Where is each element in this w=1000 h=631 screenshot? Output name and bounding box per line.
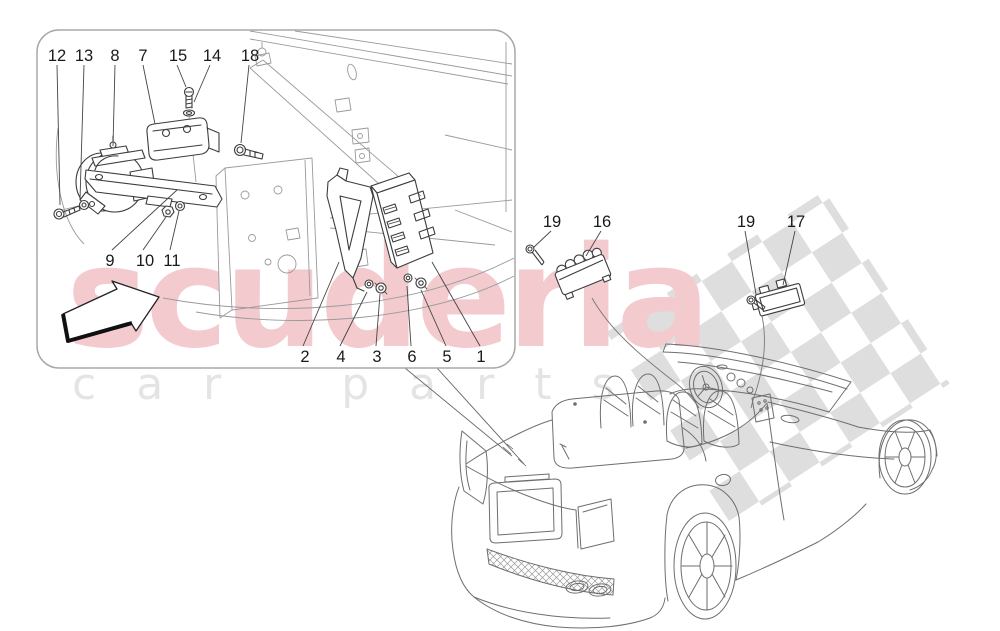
callout-8: 8 [110,47,119,65]
callout-13: 13 [75,47,93,65]
callout-4: 4 [336,348,345,366]
license-plate-recess [488,478,563,544]
bolt-19b [746,295,766,311]
direction-arrow [61,280,160,343]
callout-19a: 19 [543,213,561,231]
triangular-bracket-drawing [326,167,374,292]
callout-9: 9 [105,252,114,270]
callout-10: 10 [136,252,154,270]
module-callout-leaders [532,230,796,295]
control-unit-17-drawing [746,278,806,317]
callout-15: 15 [169,47,187,65]
bolt-18-drawing [233,143,264,160]
mounting-plate-drawing [84,169,223,208]
screw-12-washer-13-drawing [53,199,90,220]
detail-box-border [36,29,516,369]
callout-5: 5 [442,348,451,366]
car-illustration [451,343,938,629]
detail-box-content [53,30,515,347]
callout-1: 1 [476,348,485,366]
trunk-antenna [559,443,570,460]
callout-leader-lines [56,64,481,347]
callout-18: 18 [241,47,259,65]
ecu-drawing [370,172,436,269]
callout-11: 11 [163,252,180,270]
callout-7: 7 [138,47,147,65]
brand-subtitle-watermark: car parts [72,359,654,410]
callout-12: 12 [48,47,66,65]
seats [665,390,740,448]
exhaust-tip [565,580,589,594]
callout-6: 6 [407,348,416,366]
control-unit-16-drawing [525,244,612,300]
exhaust-tip [588,583,612,597]
door-handle [780,414,800,424]
box-to-car-leaders [404,367,527,467]
nut-10-washer-11-drawing [161,200,186,218]
screw-15-washer-14-drawing [182,86,196,117]
module-location-leaders [591,297,765,409]
callout-19b: 19 [737,213,755,231]
rear-wheel [673,512,737,620]
exploded-parts-drawing [53,86,436,295]
rear-bumper [451,486,666,629]
fuel-cap [715,473,731,487]
checkered-flag-watermark [606,190,950,526]
callout-16: 16 [593,213,611,231]
windshield-frame [662,343,852,413]
instrument-cluster [716,364,775,423]
steering-wheel [688,365,724,409]
tail-light-right [577,498,615,550]
callout-numbers: 12 13 8 7 15 14 18 9 10 11 2 4 3 6 5 1 1… [48,47,805,366]
cover-bracket-drawing [146,117,220,161]
bumper-mesh-grille [486,548,615,596]
callout-3: 3 [372,348,381,366]
callout-14: 14 [203,47,221,65]
fasteners-drawing [364,273,428,295]
bolt-19a [525,244,545,266]
front-wheel [878,419,932,495]
callout-17: 17 [787,213,805,231]
callout-2: 2 [300,348,309,366]
roll-hoops [599,373,665,429]
tail-light-left [459,430,488,505]
